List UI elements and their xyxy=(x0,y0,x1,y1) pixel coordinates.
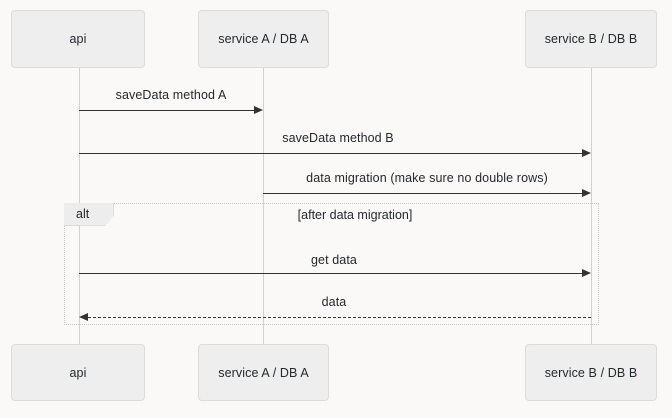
message-label-get-data: get data xyxy=(311,253,357,267)
participant-box-serviceB-bottom[interactable]: service B / DB B xyxy=(525,344,657,401)
participant-box-serviceA-top[interactable]: service A / DB A xyxy=(198,10,329,68)
participant-label: service A / DB A xyxy=(218,32,309,46)
participant-label: service B / DB B xyxy=(544,365,638,380)
participant-box-serviceA-bottom[interactable]: service A / DB A xyxy=(198,344,329,401)
lifeline-serviceB xyxy=(591,68,592,344)
lifeline-serviceA xyxy=(263,68,264,344)
alt-fragment-tag-label: alt xyxy=(76,207,90,221)
arrowhead-savedata-method-a xyxy=(254,105,263,114)
alt-fragment-tag[interactable]: alt xyxy=(64,203,114,226)
participant-box-serviceB-top[interactable]: service B / DB B xyxy=(525,10,657,68)
arrowhead-data-return xyxy=(79,312,88,321)
participant-box-api-top[interactable]: api xyxy=(11,10,145,68)
participant-label: service B / DB B xyxy=(544,32,638,46)
message-label-savedata-method-b: saveData method B xyxy=(282,131,394,145)
participant-label: api xyxy=(69,32,87,46)
message-label-data-return: data xyxy=(321,295,347,309)
participant-label: api xyxy=(69,365,87,380)
message-label-savedata-method-a: saveData method A xyxy=(115,88,227,102)
participant-label: service A / DB A xyxy=(218,365,309,380)
message-line-data-migration xyxy=(263,193,583,194)
alt-fragment-guard: [after data migration] xyxy=(297,208,413,222)
message-line-data-return xyxy=(88,317,591,318)
arrowhead-data-migration xyxy=(582,188,591,197)
message-line-get-data xyxy=(79,273,583,274)
participant-box-api-bottom[interactable]: api xyxy=(11,344,145,401)
arrowhead-savedata-method-b xyxy=(582,148,591,157)
arrowhead-get-data xyxy=(582,268,591,277)
message-label-data-migration: data migration (make sure no double rows… xyxy=(306,171,548,185)
message-line-savedata-method-b xyxy=(79,153,583,154)
message-line-savedata-method-a xyxy=(79,110,255,111)
